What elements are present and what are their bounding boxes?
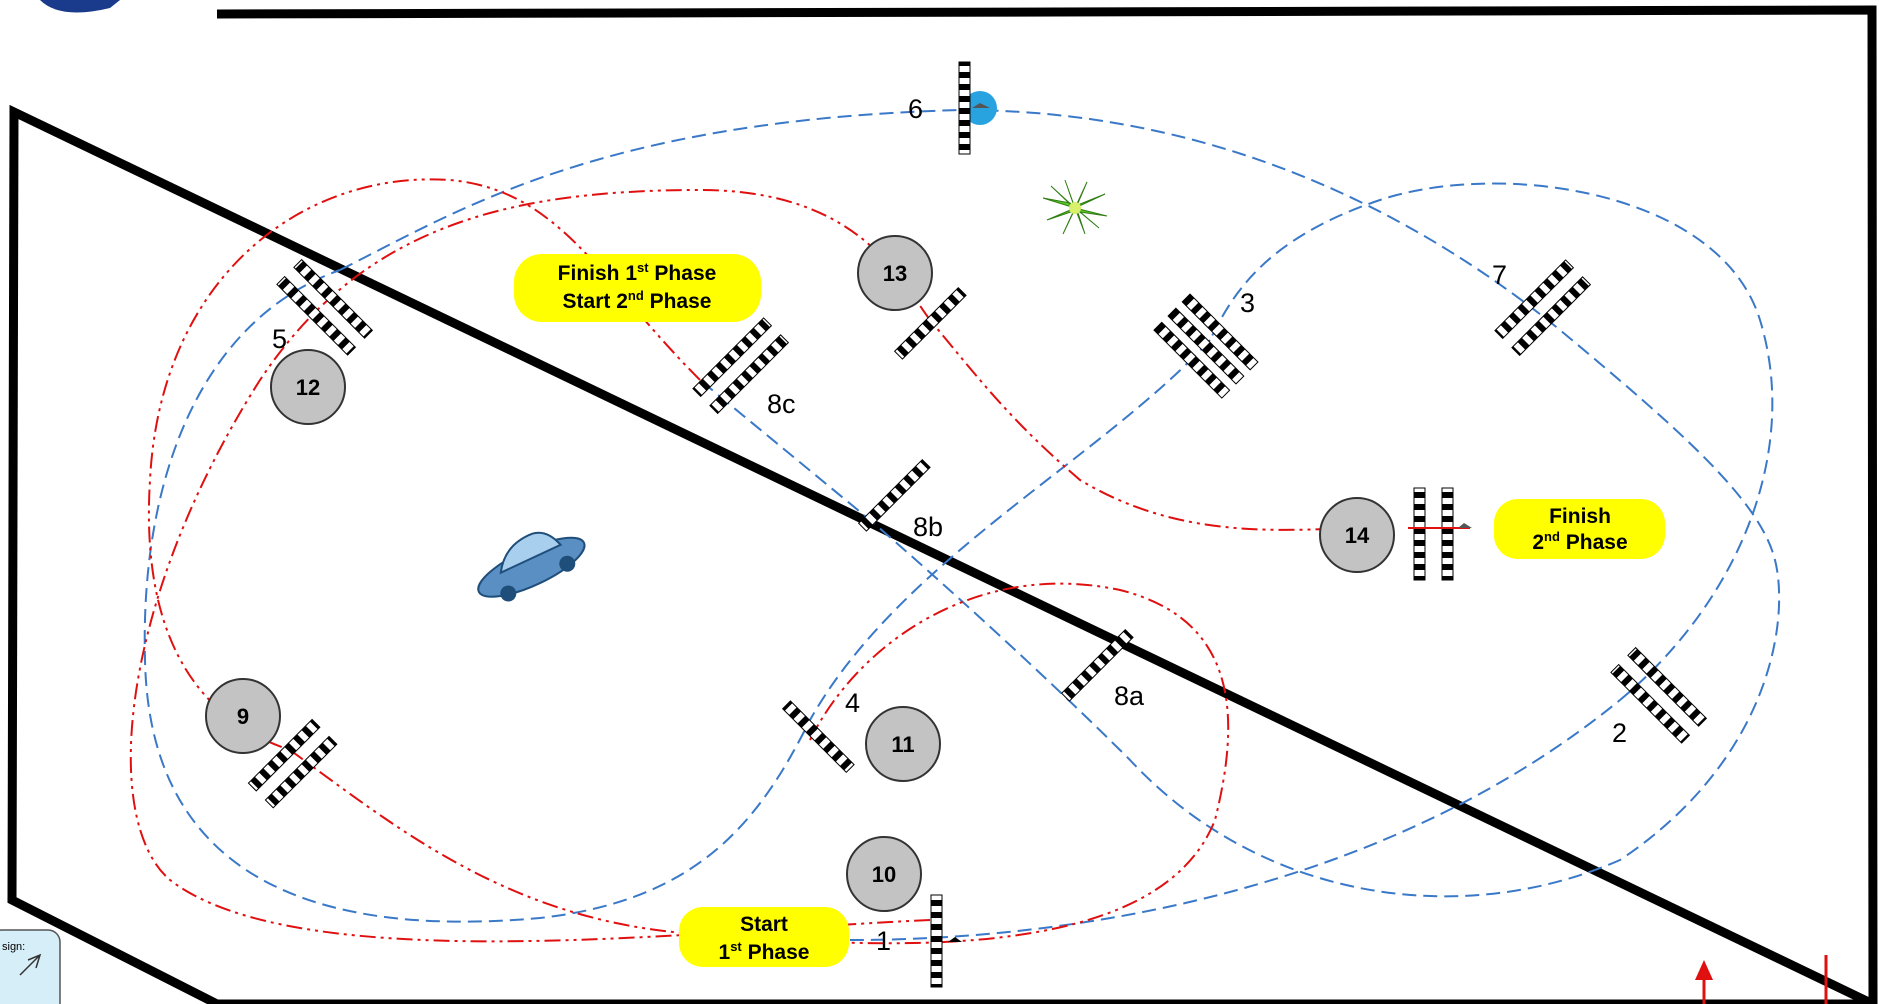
circle-13: 13 [857,235,933,311]
bubble-start-1st-phase: Start 1st Phase [679,907,849,967]
label-7: 7 [1492,260,1507,290]
svg-text:1st Phase: 1st Phase [719,939,810,964]
gate-8c [692,317,790,415]
gate-13-single [893,286,967,360]
gate-6 [958,61,997,155]
label-2: 2 [1612,718,1627,748]
svg-text:9: 9 [237,704,249,729]
red-markers [1695,955,1828,1004]
gate-1 [930,894,962,988]
label-8b: 8b [913,512,943,542]
arena-boundary [7,5,1878,1004]
circle-9: 9 [205,678,281,754]
car-icon [477,531,586,602]
circle-11: 11 [865,706,941,782]
gate-14 [1408,487,1472,581]
svg-text:2nd Phase: 2nd Phase [1532,529,1627,554]
gate-8a [1060,628,1134,702]
legend-text: sign: [2,941,25,953]
gate-9 [247,718,338,809]
label-5: 5 [272,324,287,354]
circle-14: 14 [1319,497,1395,573]
label-3: 3 [1240,288,1255,318]
label-8a: 8a [1114,681,1145,711]
circle-12: 12 [270,349,346,425]
gate-7 [1494,259,1592,357]
gate-8b [857,458,931,532]
svg-text:Finish 1st Phase: Finish 1st Phase [558,260,717,285]
svg-text:13: 13 [883,261,907,286]
circle-10: 10 [846,836,922,912]
gate-5 [276,258,374,356]
gate-3 [1153,293,1259,399]
gate-4 [781,700,855,774]
plant-icon [1042,179,1108,235]
svg-text:Start: Start [740,913,788,936]
red-path [129,178,1361,945]
label-1: 1 [876,926,891,956]
label-6: 6 [908,94,923,124]
svg-text:12: 12 [296,375,320,400]
logo-fragment [40,0,120,13]
gate-2 [1610,646,1708,744]
svg-text:Start 2nd Phase: Start 2nd Phase [563,288,712,313]
legend-box: sign: [0,929,61,1004]
svg-text:Finish: Finish [1549,505,1611,528]
label-4: 4 [845,688,860,718]
svg-text:14: 14 [1345,523,1370,548]
label-8c: 8c [767,389,796,419]
bubble-finish-2nd-phase: Finish 2nd Phase [1494,499,1665,559]
bubble-finish-1st-start-2nd: Finish 1st Phase Start 2nd Phase [514,254,761,322]
blue-path [143,108,1781,941]
svg-text:10: 10 [872,862,896,887]
svg-text:11: 11 [891,732,914,757]
